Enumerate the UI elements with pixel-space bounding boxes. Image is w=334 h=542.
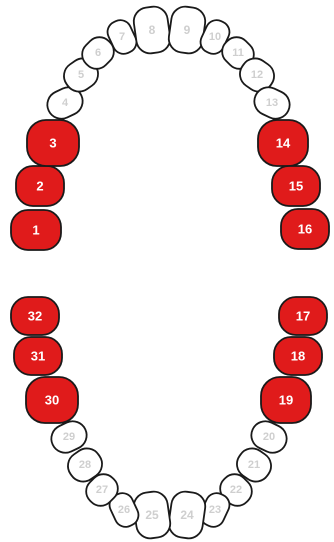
tooth-number-label: 16 [298, 222, 312, 237]
tooth-number-label: 4 [62, 97, 69, 109]
tooth-number-label: 10 [209, 31, 221, 43]
tooth-number-label: 7 [119, 31, 125, 43]
tooth-15[interactable]: 15 [272, 166, 320, 206]
tooth-number-label: 23 [209, 504, 221, 516]
tooth-number-label: 21 [248, 459, 260, 471]
tooth-number-label: 12 [251, 69, 263, 81]
tooth-8[interactable]: 8 [132, 5, 172, 55]
tooth-30[interactable]: 30 [26, 377, 78, 423]
tooth-number-label: 25 [145, 508, 159, 522]
tooth-number-label: 6 [95, 47, 101, 59]
tooth-32[interactable]: 32 [11, 297, 59, 335]
tooth-number-label: 20 [263, 431, 275, 443]
tooth-number-label: 32 [28, 309, 42, 324]
tooth-24[interactable]: 24 [167, 490, 207, 540]
tooth-number-label: 19 [279, 393, 293, 408]
tooth-14[interactable]: 14 [258, 120, 308, 166]
tooth-number-label: 11 [232, 47, 244, 59]
tooth-number-label: 27 [96, 484, 108, 496]
tooth-number-label: 24 [180, 508, 194, 522]
tooth-number-label: 31 [31, 349, 45, 364]
tooth-number-label: 29 [63, 431, 75, 443]
tooth-number-label: 3 [49, 136, 56, 151]
tooth-number-label: 17 [296, 309, 310, 324]
tooth-3[interactable]: 3 [27, 120, 79, 166]
tooth-17[interactable]: 17 [279, 297, 327, 335]
tooth-number-label: 2 [36, 179, 43, 194]
tooth-19[interactable]: 19 [261, 377, 311, 423]
tooth-9[interactable]: 9 [167, 5, 207, 55]
tooth-number-label: 14 [276, 136, 291, 151]
tooth-number-label: 9 [184, 23, 191, 37]
tooth-16[interactable]: 16 [281, 209, 329, 249]
tooth-number-label: 1 [32, 223, 39, 238]
tooth-31[interactable]: 31 [14, 337, 62, 375]
tooth-number-label: 15 [289, 179, 303, 194]
tooth-number-label: 5 [78, 69, 84, 81]
tooth-number-label: 28 [79, 459, 91, 471]
tooth-number-label: 13 [266, 97, 278, 109]
tooth-number-label: 8 [149, 23, 156, 37]
tooth-1[interactable]: 1 [11, 210, 61, 250]
tooth-number-label: 30 [45, 393, 59, 408]
tooth-18[interactable]: 18 [274, 337, 322, 375]
tooth-number-label: 22 [230, 484, 242, 496]
tooth-2[interactable]: 2 [16, 166, 64, 206]
tooth-number-label: 18 [291, 349, 305, 364]
tooth-number-label: 26 [118, 504, 130, 516]
